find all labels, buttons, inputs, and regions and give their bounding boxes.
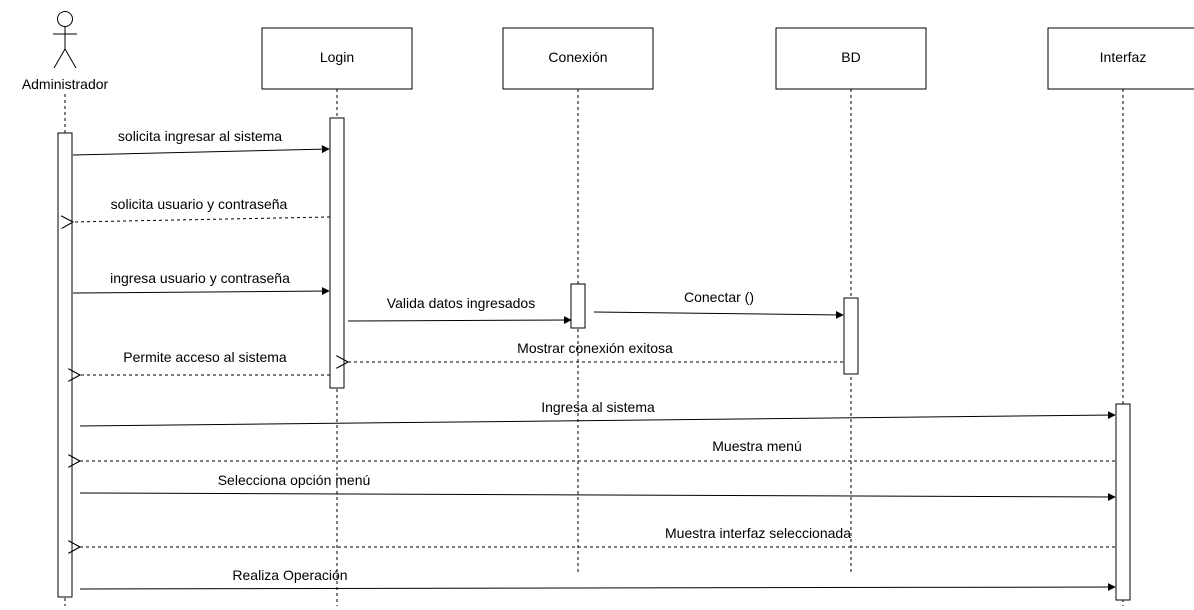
message-label: Muestra menú (712, 438, 801, 454)
actor-administrador: Administrador (22, 11, 109, 92)
participant-login: Login (261, 27, 413, 90)
message-label: Conectar () (684, 289, 754, 305)
message-label: Selecciona opción menú (218, 472, 371, 488)
message-arrow (72, 287, 330, 296)
message-arrow (347, 316, 572, 325)
participant-label-login: Login (320, 49, 354, 65)
participant-interfaz: Interfaz (1047, 27, 1194, 90)
message-arrow (593, 310, 844, 319)
message-arrow (79, 492, 1116, 501)
activation-interfaz (1115, 403, 1131, 601)
message-label: solicita usuario y contraseña (111, 196, 288, 212)
message-arrow (79, 411, 1116, 427)
message-label: Muestra interfaz seleccionada (665, 525, 851, 541)
message-label: Realiza Operación (232, 567, 347, 583)
activation-bd (843, 297, 859, 375)
actor-label: Administrador (22, 76, 109, 92)
message-label: Permite acceso al sistema (123, 349, 287, 365)
message-arrow (79, 583, 1116, 592)
messages: solicita ingresar al sistema solicita us… (72, 128, 1116, 592)
message-label: Mostrar conexión exitosa (517, 340, 673, 356)
participant-bd: BD (775, 27, 927, 90)
message-label: Ingresa al sistema (541, 399, 655, 415)
activations (57, 117, 1131, 601)
participant-label-interfaz: Interfaz (1100, 49, 1147, 65)
stick-figure-icon (53, 11, 77, 69)
participant-label-conexion: Conexión (548, 49, 607, 65)
activation-login (329, 117, 345, 389)
participant-label-bd: BD (841, 49, 860, 65)
message-label: ingresa usuario y contraseña (110, 270, 290, 286)
message-arrow (73, 217, 331, 222)
activation-conexion (570, 283, 586, 329)
message-label: Valida datos ingresados (387, 295, 535, 311)
activation-administrador (57, 132, 73, 598)
message-label: solicita ingresar al sistema (118, 128, 282, 144)
participant-conexion: Conexión (502, 27, 654, 90)
message-arrow (72, 145, 330, 156)
